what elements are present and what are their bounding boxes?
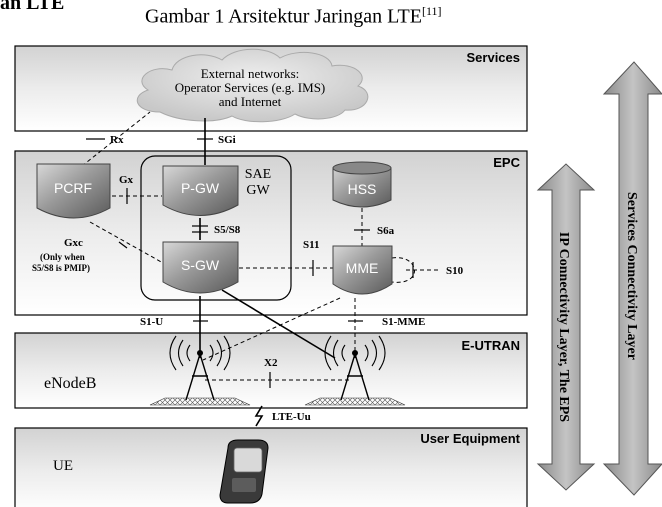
caption-reference: [11] bbox=[421, 4, 442, 18]
enodeb-label: eNodeB bbox=[44, 375, 96, 392]
interface-ticks bbox=[86, 138, 414, 388]
mme-node[interactable]: MME bbox=[332, 245, 393, 295]
gxc-note-2: S5/S8 is PMIP) bbox=[32, 263, 90, 273]
pgw-label: P-GW bbox=[181, 180, 220, 196]
lightning-icon bbox=[254, 405, 264, 427]
mobile-phone-icon[interactable] bbox=[219, 439, 269, 504]
cloud-line-2: Operator Services (e.g. IMS) bbox=[175, 80, 326, 95]
enodeb-antenna-right[interactable] bbox=[304, 335, 406, 406]
gxc-line bbox=[89, 221, 173, 269]
ue-layer-box: User Equipment bbox=[14, 427, 528, 507]
s10-label: S10 bbox=[446, 265, 464, 277]
pgw-node[interactable]: P-GW bbox=[162, 165, 239, 216]
cloud-line-1: External networks: bbox=[201, 66, 300, 81]
gx-label: Gx bbox=[119, 174, 134, 186]
sae-gw-label-2: GW bbox=[246, 183, 270, 198]
s1mme-label: S1-MME bbox=[382, 316, 425, 328]
gxc-label: Gxc bbox=[64, 237, 83, 249]
section-heading-fragment: an LTE bbox=[0, 0, 65, 14]
lteuu-label: LTE-Uu bbox=[272, 411, 311, 423]
interface-lines bbox=[81, 111, 440, 381]
external-networks-cloud: External networks: Operator Services (e.… bbox=[136, 48, 369, 123]
cloud-line-3: and Internet bbox=[219, 94, 282, 109]
sgw-label: S-GW bbox=[181, 257, 220, 273]
ue-layer-label: User Equipment bbox=[420, 431, 520, 446]
hss-node[interactable]: HSS bbox=[332, 161, 392, 208]
s1u-label: S1-U bbox=[140, 316, 163, 328]
s1u-line-b bbox=[221, 289, 336, 359]
ue-label: UE bbox=[53, 458, 73, 474]
hss-label: HSS bbox=[348, 181, 377, 197]
ip-connectivity-arrow: IP Connectivity Layer, The EPS bbox=[536, 163, 596, 491]
services-layer-label: Services bbox=[467, 50, 521, 65]
mme-label: MME bbox=[346, 260, 379, 276]
rx-label: Rx bbox=[110, 134, 124, 146]
pcrf-label: PCRF bbox=[54, 180, 92, 196]
services-connectivity-label: Services Connectivity Layer bbox=[624, 192, 639, 360]
sae-gw-container bbox=[140, 155, 292, 301]
enodeb-antenna-left[interactable] bbox=[149, 335, 251, 406]
s6a-label: S6a bbox=[377, 225, 395, 237]
sgw-node[interactable]: S-GW bbox=[162, 241, 239, 294]
gxc-note-1: (Only when bbox=[40, 252, 85, 262]
caption-text: Gambar 1 Arsitektur Jaringan LTE bbox=[145, 5, 422, 28]
s11-label: S11 bbox=[303, 239, 320, 251]
rx-line bbox=[81, 111, 151, 167]
eutran-layer-box: E-UTRAN bbox=[14, 332, 528, 409]
services-connectivity-arrow: Services Connectivity Layer bbox=[602, 61, 662, 496]
ip-connectivity-label: IP Connectivity Layer, The EPS bbox=[556, 232, 571, 422]
pcrf-node[interactable]: PCRF bbox=[36, 163, 111, 219]
figure-caption: Gambar 1 Arsitektur Jaringan LTE[11] bbox=[145, 4, 442, 29]
epc-layer-label: EPC bbox=[493, 155, 520, 170]
sgi-label: SGi bbox=[218, 134, 236, 146]
x2-label: X2 bbox=[264, 357, 278, 369]
s5s8-label: S5/S8 bbox=[214, 224, 241, 236]
eutran-layer-label: E-UTRAN bbox=[462, 338, 521, 353]
sae-gw-label-1: SAE bbox=[245, 167, 271, 182]
